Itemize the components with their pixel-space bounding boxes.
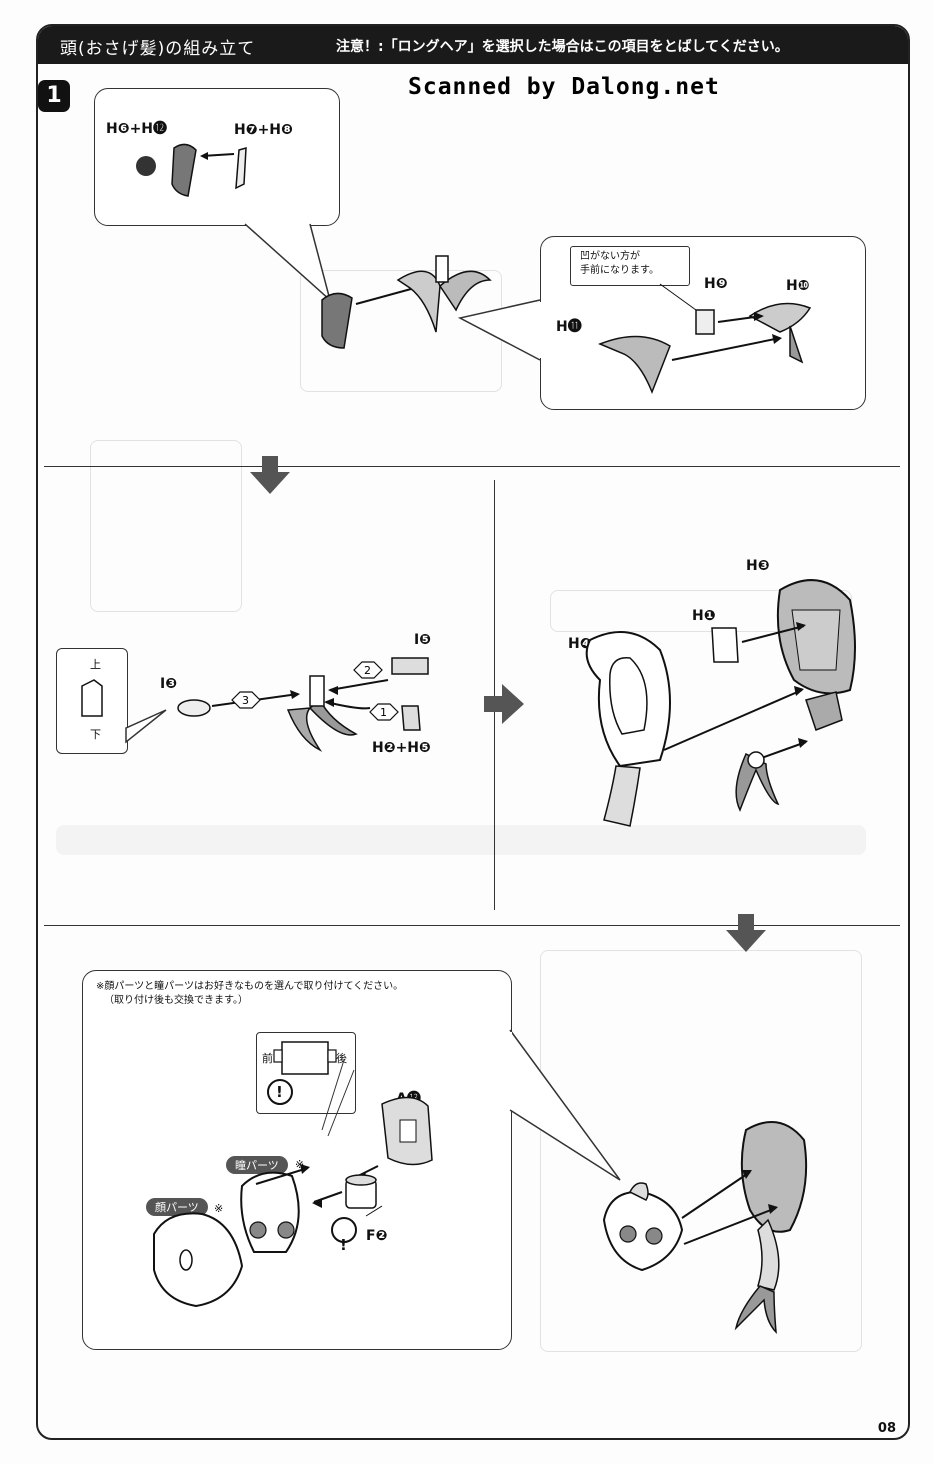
orientation-callout-graphics xyxy=(81,679,167,744)
bleed-through-box xyxy=(56,825,866,855)
skip-notice: 注意！:「ロングヘア」を選択した場合はこの項目をとばしてください。 xyxy=(336,39,789,55)
section-divider-vertical xyxy=(494,480,495,910)
section-divider-1 xyxy=(44,466,900,467)
label-front: 前 xyxy=(262,1052,273,1065)
order-3: 3 xyxy=(242,694,249,707)
orientation-top: 上 xyxy=(90,658,101,671)
label-f2: F❷ xyxy=(366,1228,388,1244)
caution-icon: ! xyxy=(276,1083,283,1101)
section-divider-2 xyxy=(44,925,900,926)
callout-h6-h12-parts xyxy=(136,143,247,197)
bleed-through-box xyxy=(90,440,242,612)
orientation-note-line1: 凹がない方が xyxy=(580,251,640,262)
orientation-bottom: 下 xyxy=(90,728,101,741)
label-h10: H❿ xyxy=(786,278,810,294)
order-1: 1 xyxy=(380,706,387,719)
flow-arrow-down xyxy=(250,456,290,494)
label-h7-h8: H❼+H❽ xyxy=(234,122,293,138)
hair-tie-assembly: 3 2 1 xyxy=(177,657,429,752)
face-parts-tag: 顔パーツ xyxy=(146,1198,208,1216)
label-h3: H❸ xyxy=(746,558,770,574)
bleed-through-box xyxy=(540,950,862,1352)
hair-bangs-assembly xyxy=(321,255,492,349)
label-h2-h5: H❷+H❺ xyxy=(372,740,431,756)
caution-icon-f2: ! xyxy=(340,1236,347,1254)
section-title: 頭(おさげ髪)の組み立て xyxy=(60,39,256,59)
label-i3: I❸ xyxy=(160,676,178,692)
callout-h9-h11-parts xyxy=(598,283,812,395)
orientation-note-box xyxy=(570,246,690,286)
label-h4: H❹ xyxy=(568,636,592,652)
label-h1: H❶ xyxy=(692,608,716,624)
final-head-assembly xyxy=(602,1121,808,1334)
label-h9: H❾ xyxy=(704,276,728,292)
scan-watermark: Scanned by Dalong.net xyxy=(408,74,720,100)
label-i5: I❺ xyxy=(414,632,432,648)
orientation-note-line2: 手前になります。 xyxy=(580,265,659,276)
callout-h9-h11-pointer xyxy=(457,299,544,361)
page-number: 08 xyxy=(877,1421,896,1436)
label-back: 後 xyxy=(336,1052,347,1065)
braid-head-assembly xyxy=(585,579,856,827)
label-h11: H⓫ xyxy=(556,319,582,335)
callout-h6-h12 xyxy=(94,88,340,226)
face-parts-asterisk: ※ xyxy=(214,1202,224,1215)
face-eye-note-line1: ※顔パーツと瞳パーツはお好きなものを選んで取り付けてください。 xyxy=(96,981,404,992)
flow-arrow-right xyxy=(484,684,524,724)
order-2: 2 xyxy=(364,664,371,677)
label-h6-h12: H❻+H⓬ xyxy=(106,121,168,137)
section-header: 頭(おさげ髪)の組み立て 注意！:「ロングヘア」を選択した場合はこの項目をとばし… xyxy=(38,26,908,64)
eye-parts-asterisk: ※ xyxy=(295,1158,305,1171)
flow-arrow-down xyxy=(726,914,766,952)
orientation-detail-graphics xyxy=(267,1041,337,1105)
step-number-badge: 1 xyxy=(38,80,70,112)
manual-page-frame: 頭(おさげ髪)の組み立て 注意！:「ロングヘア」を選択した場合はこの項目をとばし… xyxy=(36,24,910,1440)
eye-parts-tag: 瞳パーツ xyxy=(226,1156,288,1174)
face-eye-assembly xyxy=(153,1059,433,1308)
face-eye-note-line2: （取り付け後も交換できます。） xyxy=(104,995,248,1006)
